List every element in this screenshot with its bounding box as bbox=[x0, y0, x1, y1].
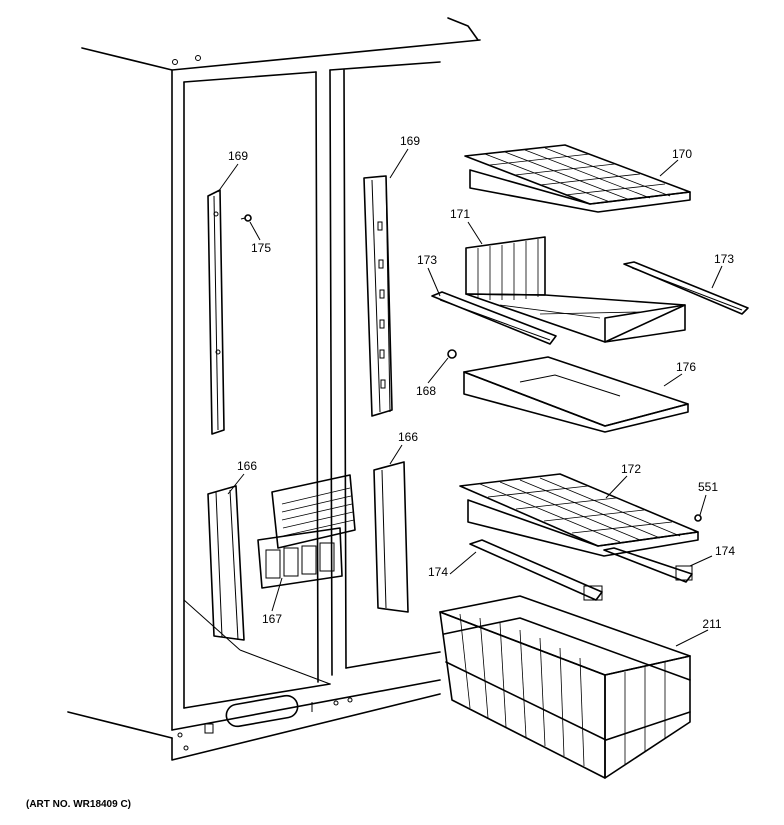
callout-174-right: 174 bbox=[715, 544, 735, 558]
slide-rail-right bbox=[623, 261, 749, 315]
shelf-frame bbox=[463, 356, 689, 433]
callout-170: 170 bbox=[672, 147, 692, 161]
wire-basket-upper bbox=[465, 236, 686, 343]
ice-bin-assembly bbox=[257, 474, 356, 589]
callout-211: 211 bbox=[702, 617, 721, 631]
callout-171: 171 bbox=[450, 207, 470, 221]
callout-167: 167 bbox=[262, 612, 282, 626]
callout-labels: 169 175 169 170 171 173 173 168 176 166 166 167 172 5… bbox=[228, 134, 735, 631]
callout-172: 172 bbox=[621, 462, 641, 476]
callout-174-left: 174 bbox=[428, 565, 448, 579]
leader-lines bbox=[217, 148, 723, 647]
shelf-rail-left bbox=[207, 189, 225, 435]
callout-169-right: 169 bbox=[400, 134, 420, 148]
slide-rail-lower-left bbox=[469, 539, 603, 601]
callout-169-left: 169 bbox=[228, 149, 248, 163]
wire-basket-lower bbox=[439, 595, 691, 779]
screw bbox=[447, 349, 457, 359]
slide-rail-lower-right bbox=[603, 547, 693, 583]
wire-shelf-lower bbox=[459, 473, 699, 557]
callout-166-right: 166 bbox=[398, 430, 418, 444]
callout-173-left: 173 bbox=[417, 253, 437, 267]
art-number: (ART NO. WR18409 C) bbox=[26, 799, 132, 810]
wire-shelf-top bbox=[464, 144, 691, 213]
freezer-cabinet bbox=[67, 17, 481, 761]
callout-551: 551 bbox=[698, 480, 718, 494]
side-panel-right bbox=[373, 461, 409, 613]
callout-175: 175 bbox=[251, 241, 271, 255]
callout-176: 176 bbox=[676, 360, 696, 374]
callout-166-left: 166 bbox=[237, 459, 257, 473]
screw bbox=[240, 214, 252, 222]
shelf-rail-right bbox=[363, 175, 393, 417]
screw bbox=[694, 514, 702, 522]
callout-173-right: 173 bbox=[714, 252, 734, 266]
side-panel-left bbox=[207, 485, 245, 641]
callout-168: 168 bbox=[416, 384, 436, 398]
